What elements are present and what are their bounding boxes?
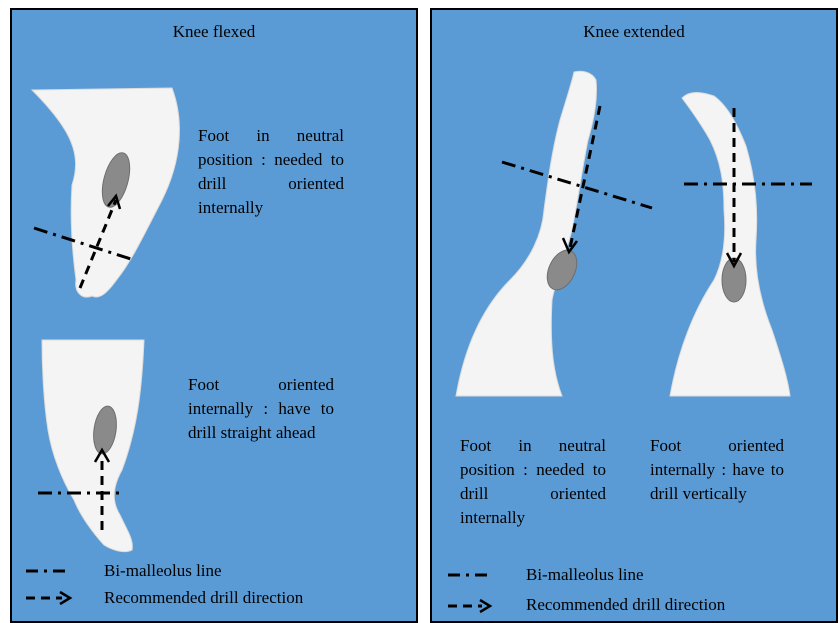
legend-arrow-label: Recommended drill direction	[526, 595, 725, 615]
panel-knee-flexed: Knee flexed	[10, 8, 418, 623]
legend-line-label: Bi-malleolus line	[104, 561, 222, 581]
legend-arrow-symbol	[26, 592, 70, 604]
caption-neutral-foot: Foot in neutral position : needed to dri…	[198, 124, 344, 220]
knee-flexed-illustration	[12, 10, 416, 621]
leg-neutral-foot	[456, 71, 597, 396]
legend-arrow-symbol	[448, 600, 490, 612]
legend-arrow-label: Recommended drill direction	[104, 588, 303, 608]
caption-internal-foot: Foot oriented internally : have to drill…	[650, 434, 784, 506]
caption-neutral-foot: Foot in neutral position : needed to dri…	[460, 434, 606, 530]
legend-line-label: Bi-malleolus line	[526, 565, 644, 585]
leg-neutral-foot	[32, 88, 179, 297]
panel-knee-extended: Knee extended	[430, 8, 838, 623]
caption-internal-foot: Foot oriented internally : have to drill…	[188, 373, 334, 445]
leg-internal-foot	[670, 93, 790, 397]
leg-internal-foot	[42, 340, 144, 552]
